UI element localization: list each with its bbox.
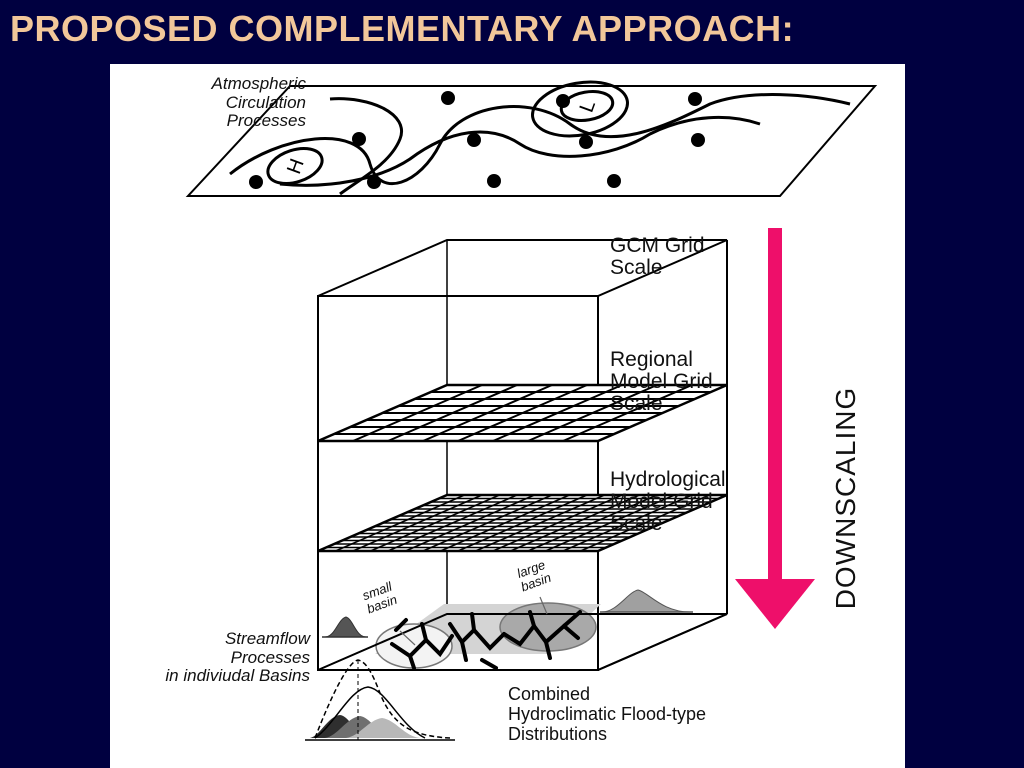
downscaling-arrow [735,228,815,629]
station-dots [249,91,705,189]
hydrological-grid-plane [317,493,728,553]
small-basin-distribution [322,616,368,638]
grid-line [492,384,623,442]
streamflow-processes-label: Streamflow Processes in indiviudal Basin… [165,629,310,686]
grid-line [475,494,605,552]
grid-line [457,384,588,442]
grid-line [527,494,658,552]
atmospheric-plane [185,80,878,197]
grid-line [457,494,588,552]
downscaling-diagram: Atmospheric Circulation Processes H L GC… [110,64,905,768]
grid-line [545,494,675,552]
regional-model-grid-scale-label: Regional Model Grid Scale [610,348,713,416]
diagram-graphics [185,80,878,741]
basin-plane [317,602,728,671]
grid-line [580,494,710,552]
regional-grid-plane [317,383,728,443]
river-network [390,610,582,670]
grid-line [510,494,640,552]
hydrological-model-grid-scale-label: Hydrological Model Grid Scale [610,468,726,536]
large-basin-distribution [600,589,693,613]
combined-distributions-label: Combined Hydroclimatic Flood-type Distri… [508,684,707,745]
grid-line [562,494,693,552]
combined-distributions [305,659,455,741]
slide-title: PROPOSED COMPLEMENTARY APPROACH: [10,8,795,49]
grid-line [492,494,623,552]
atmospheric-circulation-label: Atmospheric Circulation Processes [211,74,306,131]
grid-line [562,384,693,442]
grid-line [527,384,658,442]
downscaling-label: DOWNSCALING [830,386,861,610]
gcm-grid-scale-label: GCM Grid Scale [610,234,705,280]
